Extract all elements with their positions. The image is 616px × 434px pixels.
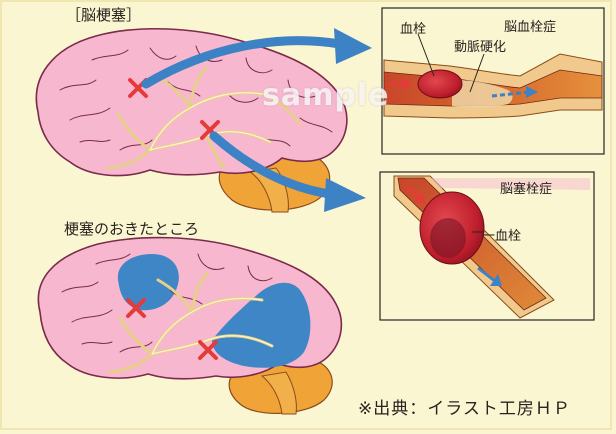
inset-embolism — [380, 172, 594, 320]
sample-watermark: sample — [262, 78, 389, 113]
cerebral-thrombosis-title: 脳血栓症 — [504, 16, 556, 35]
cerebral-embolism-title: 脳塞栓症 — [500, 178, 552, 197]
infarct-location-heading: 梗塞のおきたところ — [64, 218, 199, 239]
source-credit: ※出典：イラスト工房ＨＰ — [358, 394, 571, 419]
arrow-to-embolism-head — [324, 178, 366, 212]
diagram-title: ［脳梗塞］ — [66, 4, 141, 25]
embolus-label: 一血栓 — [482, 225, 521, 244]
thrombus-label: 血栓 — [400, 18, 426, 37]
atherosclerosis-label: 動脈硬化 — [454, 36, 506, 55]
bottom-brain — [38, 238, 341, 414]
thrombus — [418, 70, 462, 98]
arrow-to-thrombosis-head — [334, 28, 372, 64]
